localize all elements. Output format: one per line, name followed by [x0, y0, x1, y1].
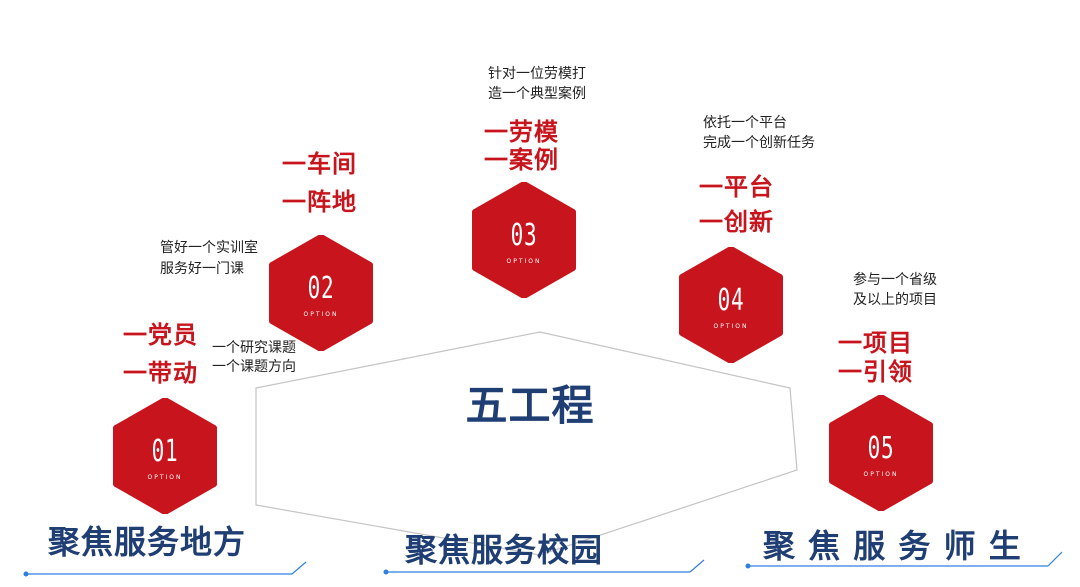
option-1-sub: OPTION — [147, 474, 183, 481]
footer-heading-3: 聚 焦 服 务 师 生 — [763, 527, 1022, 565]
option-5-desc-2: 及以上的项目 — [853, 292, 937, 308]
option-2-title-1: 一车间 — [282, 150, 357, 178]
option-5-number: 05 — [867, 431, 895, 466]
option-4-desc-1: 依托一个平台 — [703, 115, 787, 131]
option-3-sub: OPTION — [506, 258, 542, 265]
option-5-title-2: 一引领 — [838, 358, 913, 386]
hexagon-shape — [113, 398, 217, 514]
option-1-hexagon: 01 OPTION — [113, 398, 217, 514]
center-title: 五工程 — [465, 381, 595, 430]
option-3-hexagon: 03 OPTION — [472, 182, 576, 298]
option-2-hexagon: 02 OPTION — [269, 235, 373, 351]
hexagon-shape — [679, 247, 783, 363]
option-3-desc-1: 针对一位劳模打 — [488, 66, 586, 82]
option-1-number: 01 — [151, 434, 179, 469]
option-2-title-2: 一阵地 — [282, 188, 357, 216]
option-5-title-1: 一项目 — [838, 329, 913, 357]
footer-heading-2: 聚焦服务校园 — [405, 531, 604, 569]
option-3-number: 03 — [510, 218, 538, 253]
hexagon-shape — [472, 182, 576, 298]
option-4-title-2: 一创新 — [699, 208, 774, 236]
option-2-desc-2: 服务好一门课 — [160, 261, 244, 277]
option-5-hexagon: 05 OPTION — [829, 395, 933, 511]
option-1-title-2: 一带动 — [123, 359, 198, 387]
option-2-sub: OPTION — [303, 311, 339, 318]
option-1-title-1: 一党员 — [123, 321, 198, 349]
option-3-title-2: 一案例 — [484, 146, 559, 174]
hexagon-shape — [269, 235, 373, 351]
footer-underline-1 — [23, 561, 307, 577]
option-4-number: 04 — [717, 283, 745, 318]
option-3-title-1: 一劳模 — [484, 118, 559, 146]
option-2-number: 02 — [307, 271, 335, 306]
option-3-desc-2: 造一个典型案例 — [488, 86, 586, 102]
footer-underline-3 — [745, 551, 1063, 569]
option-1-desc-2: 一个课题方向 — [212, 359, 296, 375]
option-4-desc-2: 完成一个创新任务 — [703, 135, 815, 151]
option-4-title-1: 一平台 — [699, 173, 774, 201]
option-5-desc-1: 参与一个省级 — [853, 272, 937, 288]
footer-heading-1: 聚焦服务地方 — [48, 523, 247, 561]
option-5-sub: OPTION — [863, 471, 899, 478]
option-1-desc-1: 一个研究课题 — [212, 340, 296, 356]
footer-underline-2 — [383, 559, 705, 575]
hexagon-shape — [829, 395, 933, 511]
option-4-sub: OPTION — [713, 323, 749, 330]
option-2-desc-1: 管好一个实训室 — [160, 240, 258, 256]
center-outline-shape — [255, 331, 798, 556]
option-4-hexagon: 04 OPTION — [679, 247, 783, 363]
